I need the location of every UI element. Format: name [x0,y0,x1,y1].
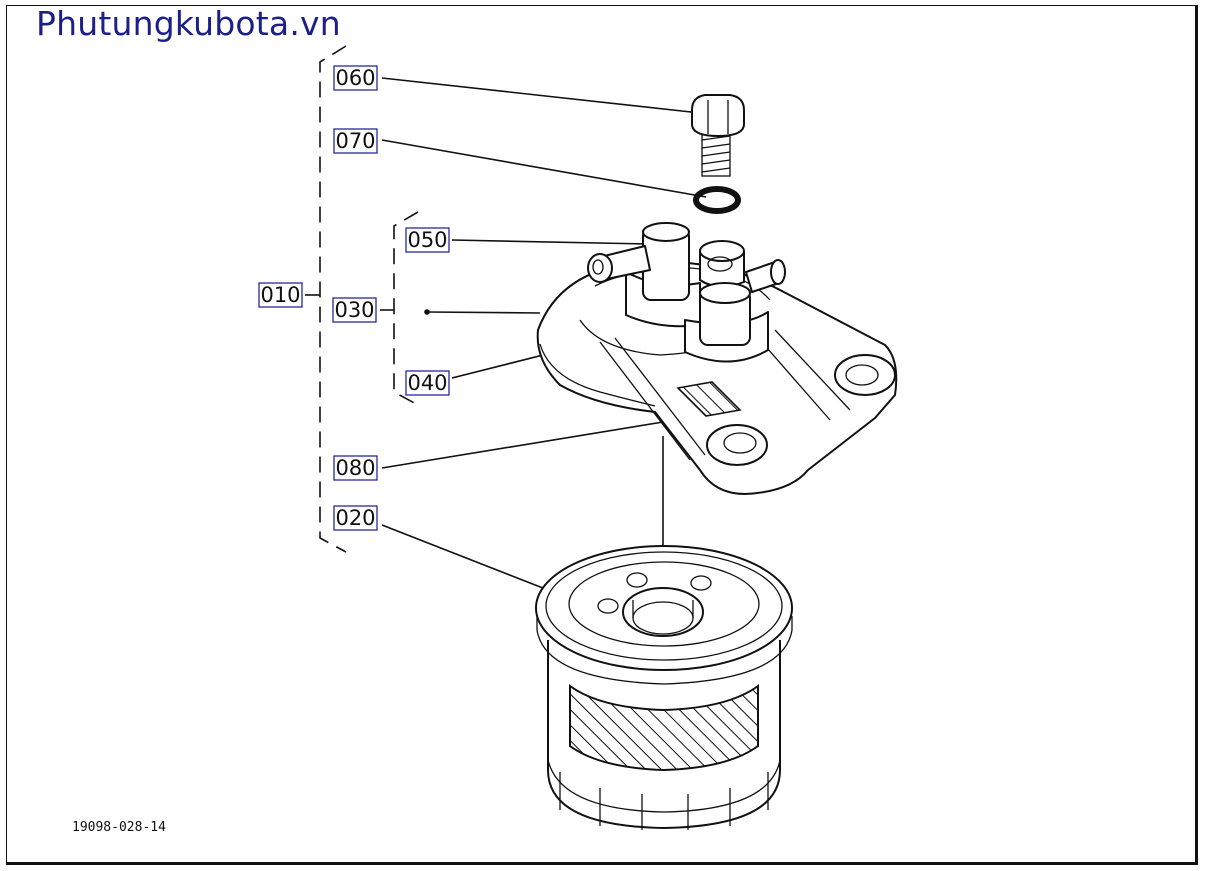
callout-020-label: 020 [335,506,375,530]
bolt-060 [691,94,745,177]
callout-070-label: 070 [335,129,375,153]
drawing-number: 19098-028-14 [72,820,166,835]
assembly-bracket-010 [305,45,347,553]
callout-060[interactable]: 060 [333,65,378,91]
filter-head-030 [536,222,898,495]
callout-020[interactable]: 020 [333,505,378,531]
callout-010[interactable]: 010 [258,282,303,308]
callout-050-label: 050 [407,228,447,252]
callout-030[interactable]: 030 [332,297,377,323]
washer-070 [693,186,741,214]
leader-lines [381,77,707,630]
assembly-bracket-030 [380,211,419,406]
diagram-frame [6,5,1198,865]
callout-070[interactable]: 070 [333,128,378,154]
callout-030-label: 030 [334,298,374,322]
filter-cartridge-020 [535,545,793,830]
callout-050[interactable]: 050 [405,227,450,253]
callout-040[interactable]: 040 [405,370,450,396]
callout-040-label: 040 [407,371,447,395]
callout-080-label: 080 [335,456,375,480]
callout-010-label: 010 [260,283,300,307]
callout-060-label: 060 [335,66,375,90]
site-watermark: Phutungkubota.vn [36,4,341,43]
callout-080[interactable]: 080 [333,455,378,481]
